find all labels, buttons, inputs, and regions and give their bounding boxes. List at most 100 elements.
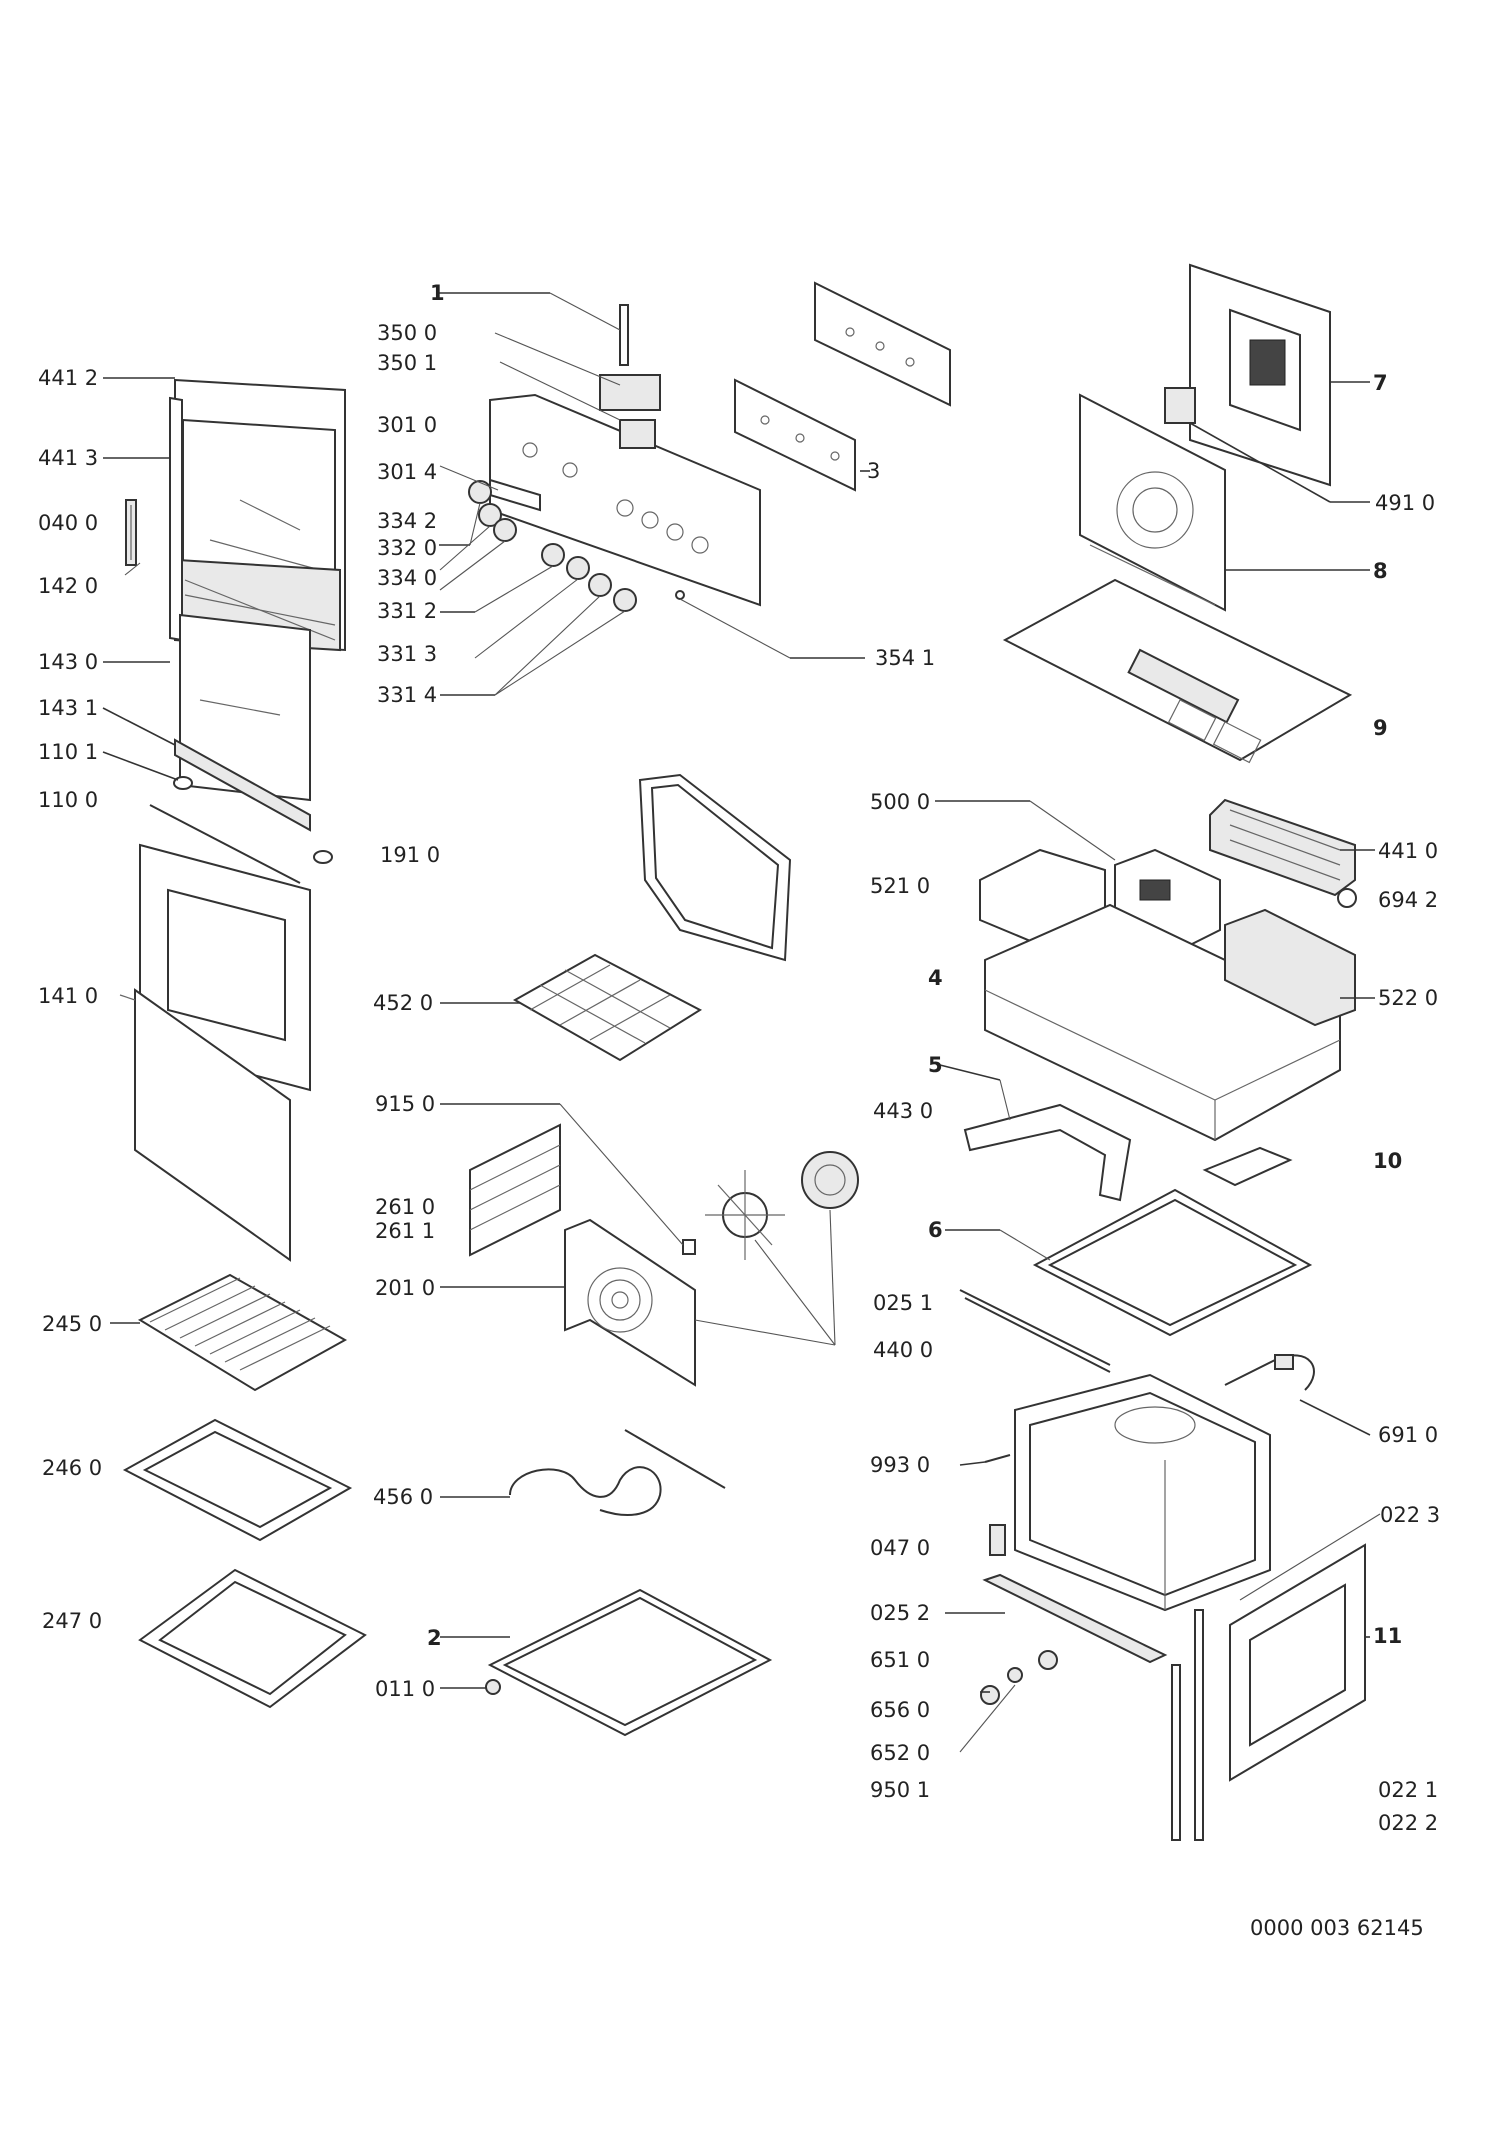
door-hinge-part	[125, 499, 137, 566]
callout-label: 500 0	[870, 790, 930, 814]
guide-rail-part	[959, 1289, 1111, 1373]
callout-label: 441 3	[38, 446, 98, 470]
callout-label: 3	[867, 459, 880, 483]
callout-label: 993 0	[870, 1453, 930, 1477]
callout-label: 10	[1373, 1149, 1402, 1173]
callout-label: 141 0	[38, 984, 98, 1008]
front-trim-part	[982, 1573, 1168, 1664]
lamp-part	[989, 1524, 1006, 1556]
fan-cover-part	[564, 1218, 696, 1387]
callout-label: 110 0	[38, 788, 98, 812]
callout-label: 246 0	[42, 1456, 102, 1480]
side-runners-part	[469, 1123, 561, 1257]
glass-rod-part	[149, 804, 301, 884]
foot-part	[485, 1679, 501, 1695]
side-panel-part	[1229, 1543, 1366, 1782]
top-back-plate-part	[814, 281, 951, 407]
callout-label: 491 0	[1375, 491, 1435, 515]
handle-part	[963, 1103, 1132, 1202]
heating-element-part	[509, 1429, 726, 1516]
callout-label: 261 0	[375, 1195, 435, 1219]
callout-label: 022 3	[1380, 1503, 1440, 1527]
glass-clips-part	[173, 776, 333, 864]
callout-label: 5	[928, 1053, 943, 1077]
callout-label: 915 0	[375, 1092, 435, 1116]
callout-label: 9	[1373, 716, 1388, 740]
callout-label: 7	[1373, 371, 1388, 395]
shallow-baking-tray-part	[138, 1568, 367, 1709]
callout-label: 040 0	[38, 511, 98, 535]
bracket-part	[1164, 387, 1196, 424]
deep-baking-tray-part	[122, 1418, 353, 1542]
callout-label: 651 0	[870, 1648, 930, 1672]
callout-label: 8	[1373, 559, 1388, 583]
hinge-set-part	[980, 1650, 1058, 1705]
oven-cavity-part	[1014, 1373, 1271, 1612]
callout-label: 443 0	[873, 1099, 933, 1123]
cooling-fan-part	[1209, 798, 1356, 897]
callout-label: 691 0	[1378, 1423, 1438, 1447]
callout-label: 440 0	[873, 1338, 933, 1362]
sensor-probe-part	[1224, 1354, 1315, 1391]
cover-plate-part	[1202, 1146, 1293, 1187]
callout-label: 350 1	[377, 351, 437, 375]
callout-label: 521 0	[870, 874, 930, 898]
callout-label: 6	[928, 1218, 943, 1242]
oven-rack-part	[137, 1273, 348, 1392]
rear-wall-part	[1079, 393, 1226, 612]
glass-bar-part	[174, 738, 311, 832]
callout-label: 334 0	[377, 566, 437, 590]
side-rail-part	[1171, 1609, 1204, 1841]
door-side-strip-part	[169, 396, 183, 642]
callout-label: 11	[1373, 1624, 1402, 1648]
back-panel-part	[1189, 263, 1331, 487]
relay-box-part	[1224, 908, 1356, 1027]
callout-label: 332 0	[377, 536, 437, 560]
callout-label: 201 0	[375, 1276, 435, 1300]
callout-label: 4	[928, 966, 943, 990]
callout-labels: 1 350 0 350 1 301 0 301 4 334 2 332 0 33…	[38, 281, 1440, 1835]
outer-door-glass-part	[119, 843, 311, 1262]
fan-wheel-part	[682, 1151, 859, 1260]
callout-label: 143 1	[38, 696, 98, 720]
callout-label: 245 0	[42, 1312, 102, 1336]
callout-label: 301 0	[377, 413, 437, 437]
drip-tray-part	[1032, 1188, 1313, 1337]
callout-label: 247 0	[42, 1609, 102, 1633]
callout-label: 441 0	[1378, 839, 1438, 863]
callout-label: 354 1	[875, 646, 935, 670]
callout-label: 441 2	[38, 366, 98, 390]
callout-label: 301 4	[377, 460, 437, 484]
callout-label: 522 0	[1378, 986, 1438, 1010]
top-cover-part	[1002, 578, 1353, 764]
callout-label: 191 0	[380, 843, 440, 867]
callout-label: 110 1	[38, 740, 98, 764]
callout-label: 022 1	[1378, 1778, 1438, 1802]
callout-label: 452 0	[373, 991, 433, 1015]
callout-label: 350 0	[377, 321, 437, 345]
callout-label: 652 0	[870, 1741, 930, 1765]
callout-label: 331 3	[377, 642, 437, 666]
callout-label: 261 1	[375, 1219, 435, 1243]
inner-glass-part	[179, 613, 311, 802]
grommet-part	[1337, 888, 1357, 908]
callout-label: 2	[427, 1626, 442, 1650]
control-panel-part	[489, 374, 761, 607]
document-number: 0000 003 62145	[1250, 1916, 1424, 1940]
callout-label: 011 0	[375, 1677, 435, 1701]
callout-label: 456 0	[373, 1485, 433, 1509]
callout-label: 047 0	[870, 1536, 930, 1560]
screw-part	[984, 1454, 1011, 1463]
base-frame-part	[984, 903, 1341, 1142]
callout-label: 025 1	[873, 1291, 933, 1315]
baking-stone-part	[638, 773, 792, 962]
callout-label: 694 2	[1378, 888, 1438, 912]
callout-label: 143 0	[38, 650, 98, 674]
callout-label: 331 2	[377, 599, 437, 623]
callout-label: 656 0	[870, 1698, 930, 1722]
callout-label: 025 2	[870, 1601, 930, 1625]
callout-label: 950 1	[870, 1778, 930, 1802]
callout-label: 142 0	[38, 574, 98, 598]
grill-rack-part	[512, 953, 703, 1062]
